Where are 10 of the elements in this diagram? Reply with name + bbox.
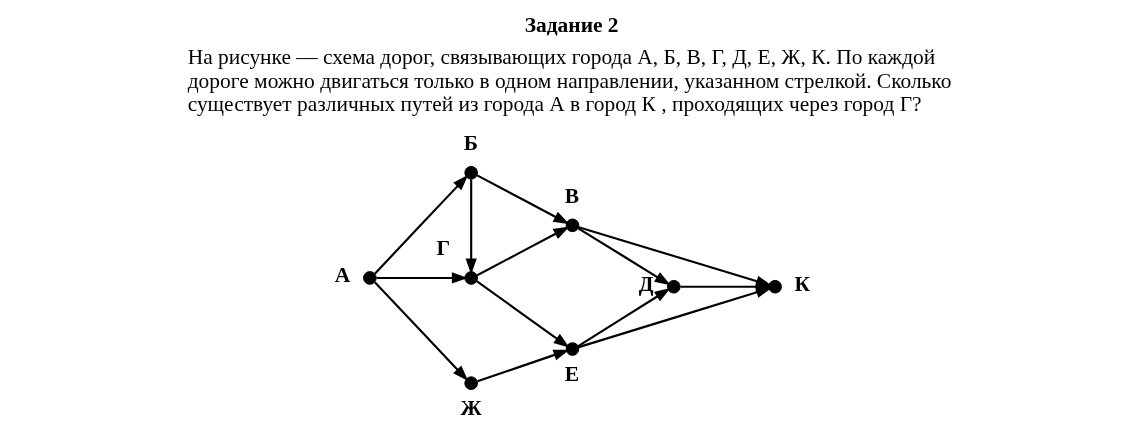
node-label: Б [463,130,479,155]
diagram-title: Задание 2 [524,13,619,38]
node-label: Ж [460,395,482,420]
node-label: Г [436,236,451,261]
node-label: К [794,272,811,297]
node-label: А [334,263,351,288]
node-label: Д [638,272,654,297]
label: На рисунке — схема дорог, связывающих города А, Б, В, Г, Д, Е, Ж, К. По каждой дороге можно двигаться только в одном направлении, указанном стрелкой. Сколько существует различных путей из города А в город К , проходящих через город Г? [187,45,952,116]
node-label: Е [564,361,579,386]
node-label: В [564,183,579,208]
